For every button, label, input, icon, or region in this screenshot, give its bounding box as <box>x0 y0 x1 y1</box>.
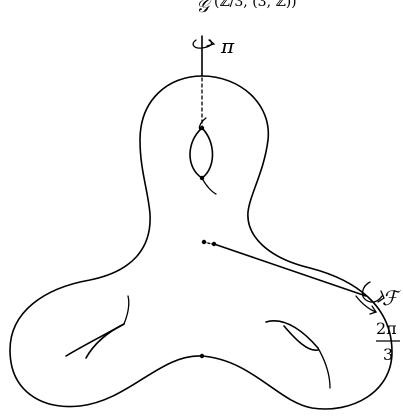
hole-top-lower-tail <box>201 177 217 195</box>
hole-left-tail <box>123 295 130 325</box>
group-label-f: ℱ <box>382 286 401 310</box>
rotation-arrow-f <box>361 281 383 303</box>
hole-top-point-upper <box>199 125 205 131</box>
rotation-arrowhead-pi <box>206 39 216 47</box>
rotation-axis-diagonal <box>213 243 367 297</box>
truncated-top-text: (ℤ/3, (3, ℤ)) <box>214 0 297 10</box>
hole-right-upper-edge <box>265 320 319 349</box>
rotation-arrowhead-f-bottom <box>369 305 378 315</box>
hole-top-right-edge <box>201 127 214 179</box>
bottom-marked-point <box>199 353 205 359</box>
hole-right-lower-edge <box>283 325 319 351</box>
angle-label-pi: π <box>220 34 235 58</box>
hole-top-left-edge <box>189 127 203 179</box>
hole-top-point-lower <box>199 175 205 181</box>
hole-left-lower-edge <box>85 323 125 359</box>
rotation-arrowhead-f-top <box>377 290 385 303</box>
center-dashed-link <box>203 241 213 245</box>
hole-right-tail <box>317 347 331 389</box>
group-label-g: 𝒢 <box>196 0 212 17</box>
surface-outline <box>9 75 393 410</box>
angle-label-2pi-numerator: 2π <box>376 319 397 338</box>
rotation-arrow-pi <box>192 39 213 49</box>
rotation-arrow-f-lower <box>355 295 377 313</box>
angle-label-2pi-denominator: 3 <box>383 345 393 364</box>
